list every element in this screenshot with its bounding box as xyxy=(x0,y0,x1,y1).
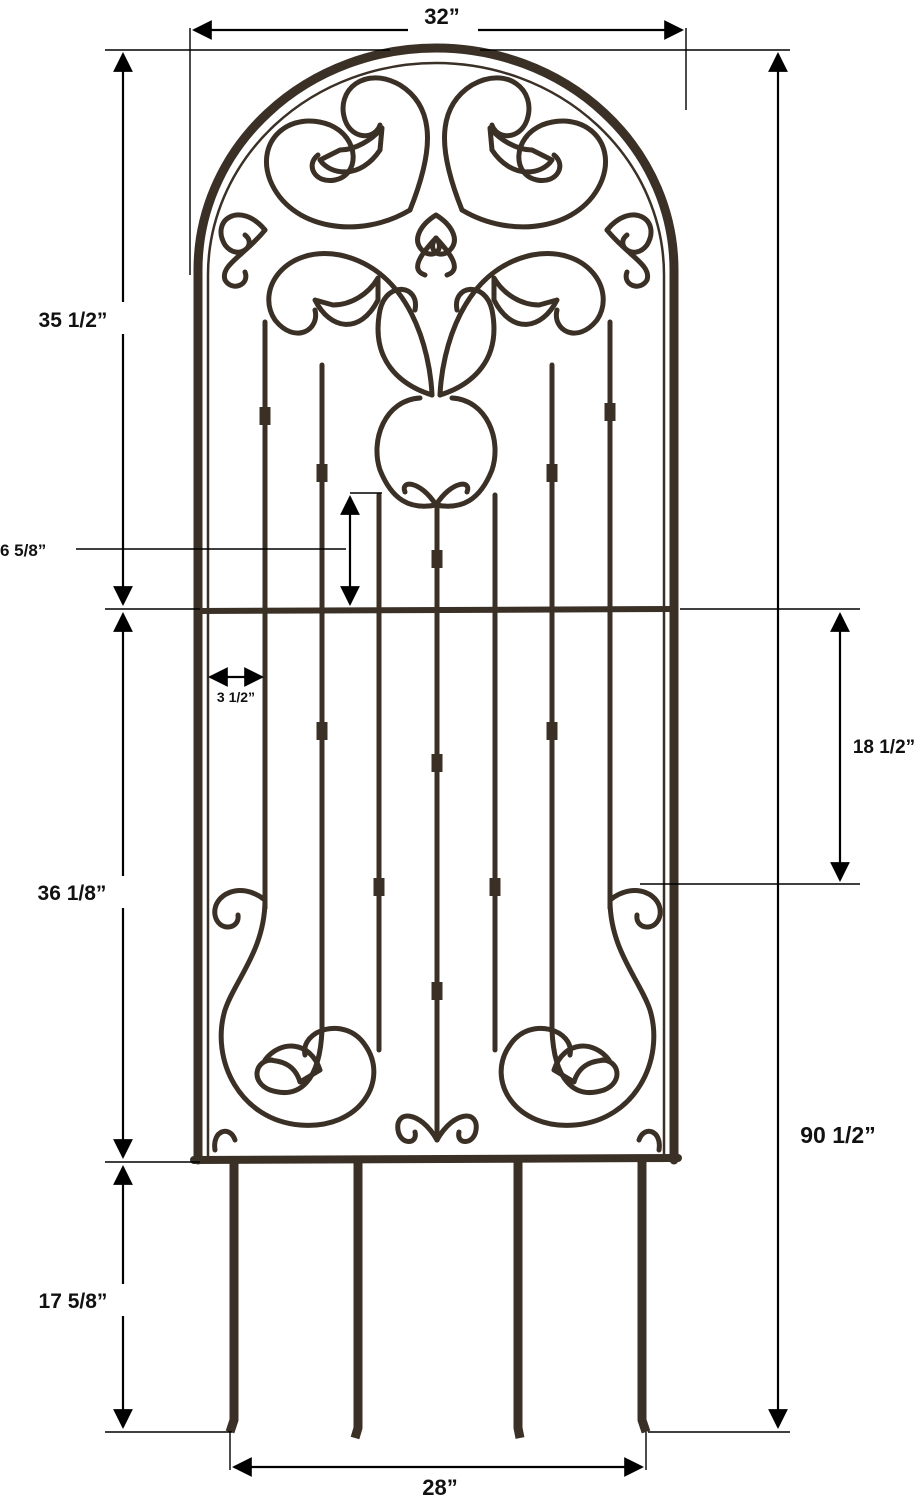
top-width-label: 32” xyxy=(424,4,459,29)
trellis-outer-frame xyxy=(193,43,679,1165)
trellis-top-scrolls xyxy=(218,75,654,509)
crossbar-to-scroll-label: 18 1/2” xyxy=(853,737,915,758)
stake-length-label: 17 5/8” xyxy=(39,1290,108,1313)
trellis-stakes xyxy=(225,1160,651,1440)
trellis-heart xyxy=(374,395,498,509)
arch-height-label: 35 1/2” xyxy=(39,309,108,332)
stake-width-label: 28” xyxy=(422,1475,457,1500)
total-height-label: 90 1/2” xyxy=(800,1122,875,1148)
bar-spacing-label: 3 1/2” xyxy=(217,689,255,705)
trellis-bottom-rail xyxy=(190,1154,682,1164)
lower-panel-height-label: 36 1/8” xyxy=(38,882,107,905)
trellis-inner-frame xyxy=(206,61,666,1162)
trellis-bar-collars xyxy=(259,403,616,1000)
trellis-bottom-scrolls xyxy=(212,888,663,1153)
heart-gap-label: 6 5/8” xyxy=(0,541,46,560)
trellis xyxy=(190,43,682,1440)
